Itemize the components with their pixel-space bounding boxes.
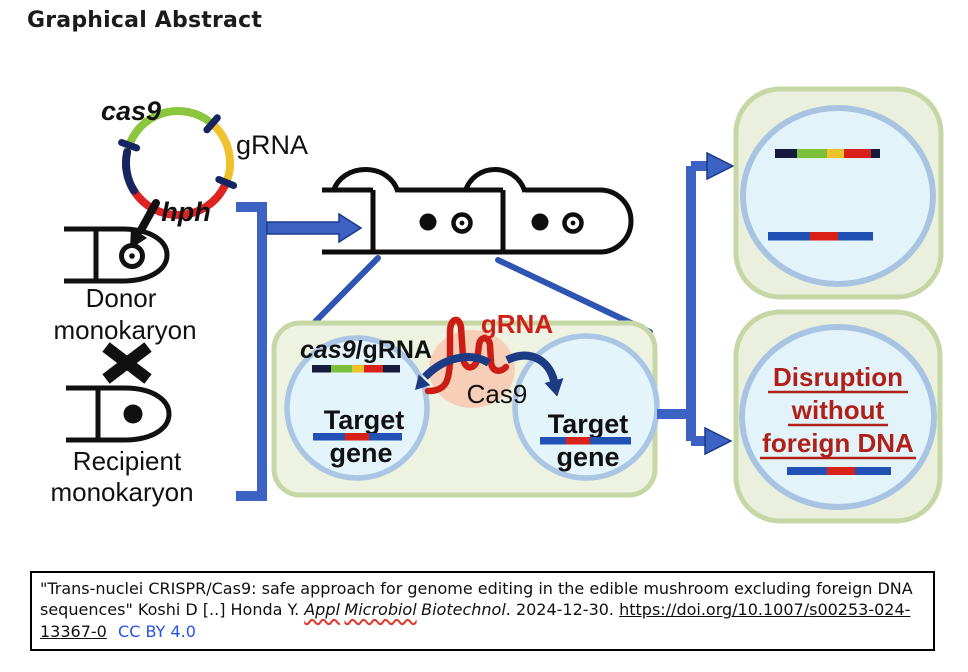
dikaryotic-hypha-icon: [322, 167, 634, 255]
page-title: Graphical Abstract: [27, 8, 263, 33]
plasmid-hph-label: hph: [161, 197, 210, 227]
journal-word-1: Appl: [304, 600, 340, 620]
grna-label: gRNA: [481, 309, 553, 339]
recipient-monokaryon-icon: [66, 385, 172, 443]
journal-word-2: Microbiol: [344, 600, 417, 620]
hypha-donor-nucleus: [531, 213, 549, 231]
recipient-nucleus-icon: [123, 404, 143, 424]
plasmid-cas9-label: cas9: [101, 96, 161, 126]
plasmid-cas9-segment: [123, 107, 214, 154]
outcome-cell-integrated: [733, 86, 944, 300]
branch-connector: [657, 151, 735, 456]
transformation-arrow-shaft: [137, 199, 160, 234]
outcome-arrow-bottom: [704, 426, 733, 456]
zoom-indicator-lines: [303, 255, 653, 335]
plasmid-backbone-segment: [121, 148, 138, 195]
outcome-arrow-top: [706, 151, 735, 181]
doi-part-2[interactable]: s00253-024-13367-0: [40, 600, 911, 641]
donor-target-label-line1: Target: [324, 405, 405, 435]
transformation-arrow: [130, 199, 160, 249]
doi-link[interactable]: https://doi.org/10.1007/s00253-024-13367…: [40, 600, 910, 640]
integrated-construct-bar: [775, 149, 880, 158]
to-hypha-arrow: [266, 212, 363, 244]
cross-icon: [102, 342, 152, 384]
recipient-target-gene-bar: [540, 437, 631, 445]
plasmid-grna-label: gRNA: [236, 130, 308, 160]
editing-panel: cas9/gRNA Target gene gRNA Cas9 Target: [271, 309, 660, 498]
cas9-label: Cas9: [467, 379, 528, 409]
graphical-abstract-figure: cas9 gRNA hph Donor monokaryon Recipient…: [50, 86, 944, 524]
donor-label: Donor: [86, 283, 157, 313]
citation-box: "Trans-nuclei CRISPR/Cas9: safe approach…: [30, 571, 935, 651]
cas9-action-arrows: [415, 351, 564, 397]
recipient-target-label-line2: gene: [556, 442, 619, 472]
mating-bracket: [236, 202, 267, 501]
citation-text: "Trans-nuclei CRISPR/Cas9: safe approach…: [40, 578, 925, 642]
integrated-target-gene-bar: [768, 232, 873, 241]
plasmid-hph-segment: [129, 181, 230, 220]
recipient-target-label-line1: Target: [548, 409, 629, 439]
construct-label: cas9/gRNA: [300, 336, 432, 364]
clamp-connection-icon: [330, 167, 401, 193]
disruption-label-line2: without: [791, 395, 885, 425]
disruption-label-line3: foreign DNA: [762, 428, 914, 458]
cc-by-license-link[interactable]: CC BY 4.0: [118, 621, 196, 641]
hypha-donor-nucleus: [419, 213, 437, 231]
donor-target-label-line2: gene: [329, 438, 392, 468]
clamp-connection-icon: [462, 167, 528, 193]
donor-type-label: monokaryon: [53, 315, 196, 345]
plasmid-tick: [215, 176, 238, 189]
disruption-label-line1: Disruption: [773, 362, 903, 392]
plasmid-tick: [203, 114, 221, 134]
donor-target-gene-bar: [313, 433, 402, 441]
plasmid-map: cas9 gRNA hph: [101, 96, 308, 227]
plasmid-tick: [118, 139, 141, 152]
citation-title-authors: "Trans-nuclei CRISPR/Cas9: safe approach…: [40, 579, 913, 620]
donor-nucleus-circle: [284, 335, 430, 481]
donor-monokaryon-icon: [64, 226, 170, 284]
doi-part-1[interactable]: https://doi.org/10.1007/: [619, 600, 810, 620]
journal-word-3: Biotechnol: [421, 600, 506, 620]
recipient-type-label: monokaryon: [50, 477, 193, 507]
outcome-cell-clean: Disruption without foreign DNA: [733, 309, 943, 524]
citation-date: . 2024-12-30.: [505, 600, 620, 620]
disrupted-target-gene-bar: [787, 467, 891, 475]
construct-bar: [312, 365, 400, 373]
recipient-label: Recipient: [73, 446, 182, 476]
plasmid-grna-segment: [210, 122, 235, 184]
